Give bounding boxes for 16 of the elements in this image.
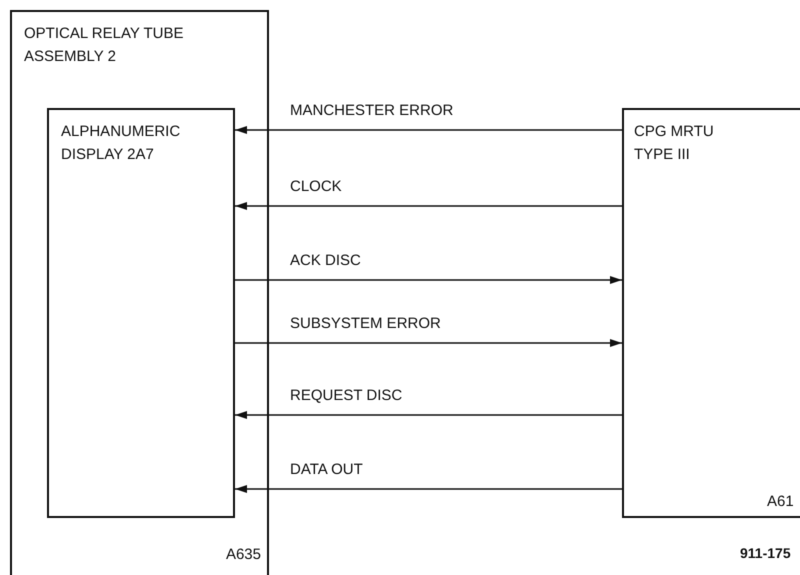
block-title: ALPHANUMERIC DISPLAY 2A7 xyxy=(61,122,182,165)
reference-designator: A61 xyxy=(767,492,794,512)
signal-arrow xyxy=(235,411,622,419)
signal-arrow xyxy=(235,126,622,134)
signal-label: REQUEST DISC xyxy=(288,387,404,404)
block-box xyxy=(10,10,269,575)
signal-arrow xyxy=(235,276,622,284)
block-title: CPG MRTU TYPE III xyxy=(634,122,715,165)
signal-arrow xyxy=(235,339,622,347)
block-box xyxy=(622,108,800,518)
signal-arrow xyxy=(235,485,622,493)
block-box xyxy=(47,108,235,518)
block-title: OPTICAL RELAY TUBE ASSEMBLY 2 xyxy=(24,24,184,67)
signal-arrow xyxy=(235,202,622,210)
figure-number: 911-175 xyxy=(738,545,793,561)
reference-designator: A635 xyxy=(226,545,261,565)
